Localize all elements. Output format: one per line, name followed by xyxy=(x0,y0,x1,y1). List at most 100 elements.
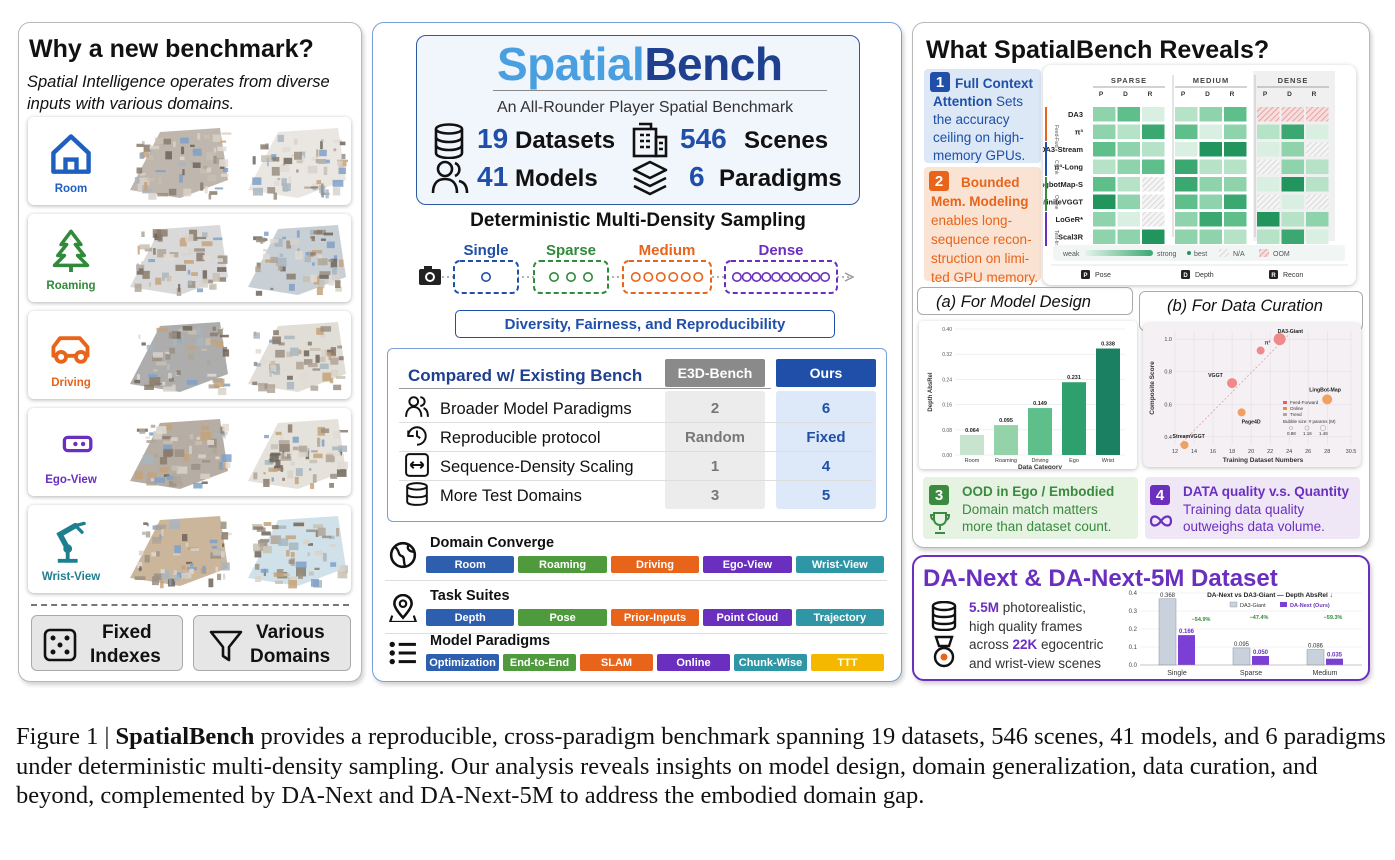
compare-row-label: Broader Model Paradigms xyxy=(440,400,632,418)
bar-ego xyxy=(1062,382,1086,455)
danext-legend-a: DA3-Giant xyxy=(1240,603,1266,609)
insight-1-t4: memory GPUs. xyxy=(933,148,1026,163)
heatmap-cell xyxy=(1175,142,1198,157)
scatter-legend-label: Feed-Forward xyxy=(1290,400,1319,405)
heatmap-sub-label: D xyxy=(1287,91,1292,98)
insight-3-bold: OOD in Ego / Embodied xyxy=(962,484,1115,499)
caption-name: SpatialBench xyxy=(115,723,255,750)
bar-room xyxy=(960,434,984,455)
heatmap-key-letter: R xyxy=(1271,273,1276,279)
sample-dot xyxy=(680,271,691,282)
divider xyxy=(31,604,349,606)
danext-category: Single xyxy=(1167,670,1187,677)
heatmap-cell xyxy=(1093,142,1116,157)
heatmap-side-label: Feed-Fwd xyxy=(1053,125,1059,148)
caption-a: (a) For Model Design xyxy=(936,293,1091,311)
danext-bar-ours xyxy=(1252,656,1269,665)
medal-icon xyxy=(933,635,955,668)
insight-1-t2: the accuracy xyxy=(933,112,1010,127)
heatmap-cell xyxy=(1142,229,1165,244)
heatmap-model-label: LingbotMap-S xyxy=(1043,180,1083,189)
heatmap-cell xyxy=(1175,177,1198,192)
danext-category: Sparse xyxy=(1240,670,1262,677)
heatmap-cell xyxy=(1257,194,1280,209)
insight-2-t4: ted GPU memory. xyxy=(931,270,1039,285)
bar-category-label: Ego xyxy=(1069,458,1079,464)
scatter-legend-label: Trend xyxy=(1290,412,1302,417)
heatmap-cell xyxy=(1257,124,1280,139)
heatmap-cell xyxy=(1142,124,1165,139)
house-icon xyxy=(51,134,91,174)
insight-3-num: 3 xyxy=(934,486,944,504)
domain-card-driving: Driving xyxy=(28,311,351,399)
sample-dot xyxy=(549,271,560,282)
heatmap-cell xyxy=(1199,107,1222,122)
scatter-point-label: LingBot-Map xyxy=(1309,387,1341,393)
scatter-bubble-size: 1.16 xyxy=(1303,431,1312,436)
tag-driving: Driving xyxy=(610,556,700,573)
heatmap-model-label: DA3 xyxy=(1068,110,1083,119)
sample-dot xyxy=(643,271,654,282)
heatmap-cell xyxy=(1142,107,1165,122)
compare-ours-value: 5 xyxy=(821,487,831,504)
compare-e3d-value: 3 xyxy=(710,487,720,504)
sample-dot xyxy=(668,271,679,282)
bar-driving xyxy=(1028,408,1052,455)
caption-a-box xyxy=(917,287,1133,315)
sample-dot xyxy=(481,271,492,282)
scatter-xtick: 16 xyxy=(1210,449,1216,455)
heatmap-cell xyxy=(1224,212,1247,227)
domain-card-roaming: Roaming xyxy=(28,214,351,302)
tag-wrist-view: Wrist-View xyxy=(795,556,884,573)
heatmap-cell xyxy=(1117,142,1140,157)
insight-4-num: 4 xyxy=(1155,486,1165,504)
caption-prefix: Figure 1 | xyxy=(16,723,116,750)
da-next-panel: DA-Next & DA-Next-5M Dataset 5.5M photor… xyxy=(912,555,1370,681)
various-domains-button[interactable]: Various Domains xyxy=(193,615,351,671)
tag-ttt: TTT xyxy=(811,654,884,671)
car-icon xyxy=(51,336,90,364)
scatter-point-label: Page4D xyxy=(1242,419,1261,425)
scatter-bubble-size: 0.88 xyxy=(1287,431,1296,436)
heatmap-cell xyxy=(1224,107,1247,122)
heatmap-cell xyxy=(1175,229,1198,244)
compare-ours-value: 4 xyxy=(821,458,831,475)
scatter-xlabel: Training Dataset Numbers xyxy=(1223,457,1304,464)
fixed-indexes-button[interactable]: Fixed Indexes xyxy=(31,615,183,671)
insight-4-badge: 4 xyxy=(1150,485,1170,505)
insight-3-badge: 3 xyxy=(929,485,949,505)
bar-wrist xyxy=(1096,348,1120,455)
heatmap-cell xyxy=(1224,142,1247,157)
left-subtitle: Spatial Intelligence operates from diver… xyxy=(27,73,330,113)
bar-value-label: 0.064 xyxy=(965,428,980,434)
insight-2-badge: 2 xyxy=(929,171,949,191)
tag-pose: Pose xyxy=(518,609,607,626)
da-title: DA-Next & DA-Next-5M Dataset xyxy=(923,565,1278,592)
heatmap-key-label: Pose xyxy=(1095,272,1111,279)
insight-2-t3: struction on limi- xyxy=(931,251,1030,266)
heatmap-group-label: SPARSE xyxy=(1111,76,1147,85)
refresh-icon xyxy=(407,426,427,446)
scatter-point xyxy=(1256,346,1265,355)
sample-dot xyxy=(800,271,811,282)
da-t1: photorealistic, xyxy=(999,600,1087,615)
heatmap-cell xyxy=(1224,177,1247,192)
danext-value-b: 0.050 xyxy=(1253,650,1269,656)
heatmap-cell xyxy=(1257,107,1280,122)
insight-2-bold1: Bounded xyxy=(961,175,1020,190)
sample-dot xyxy=(731,271,742,282)
compare-ours-value: 6 xyxy=(821,400,831,417)
compare-e3d-value: 2 xyxy=(710,400,720,417)
list-icon xyxy=(389,641,416,665)
heatmap-model-label: LoGeR* xyxy=(1055,215,1083,224)
density-label: Medium xyxy=(639,242,696,259)
insight-3-t2: more than dataset count. xyxy=(962,519,1112,534)
tag-roaming: Roaming xyxy=(518,556,607,573)
heatmap-cell xyxy=(1199,229,1222,244)
scene-thumbnail xyxy=(130,128,348,200)
insight-2-text: Bounded Mem. Modeling enables long- sequ… xyxy=(931,173,1043,287)
robot-arm-icon xyxy=(56,521,86,563)
logo: SpatialBench xyxy=(497,37,783,91)
domain-card-ego-view: Ego-View xyxy=(28,408,351,496)
heatmap-cell xyxy=(1306,212,1329,227)
